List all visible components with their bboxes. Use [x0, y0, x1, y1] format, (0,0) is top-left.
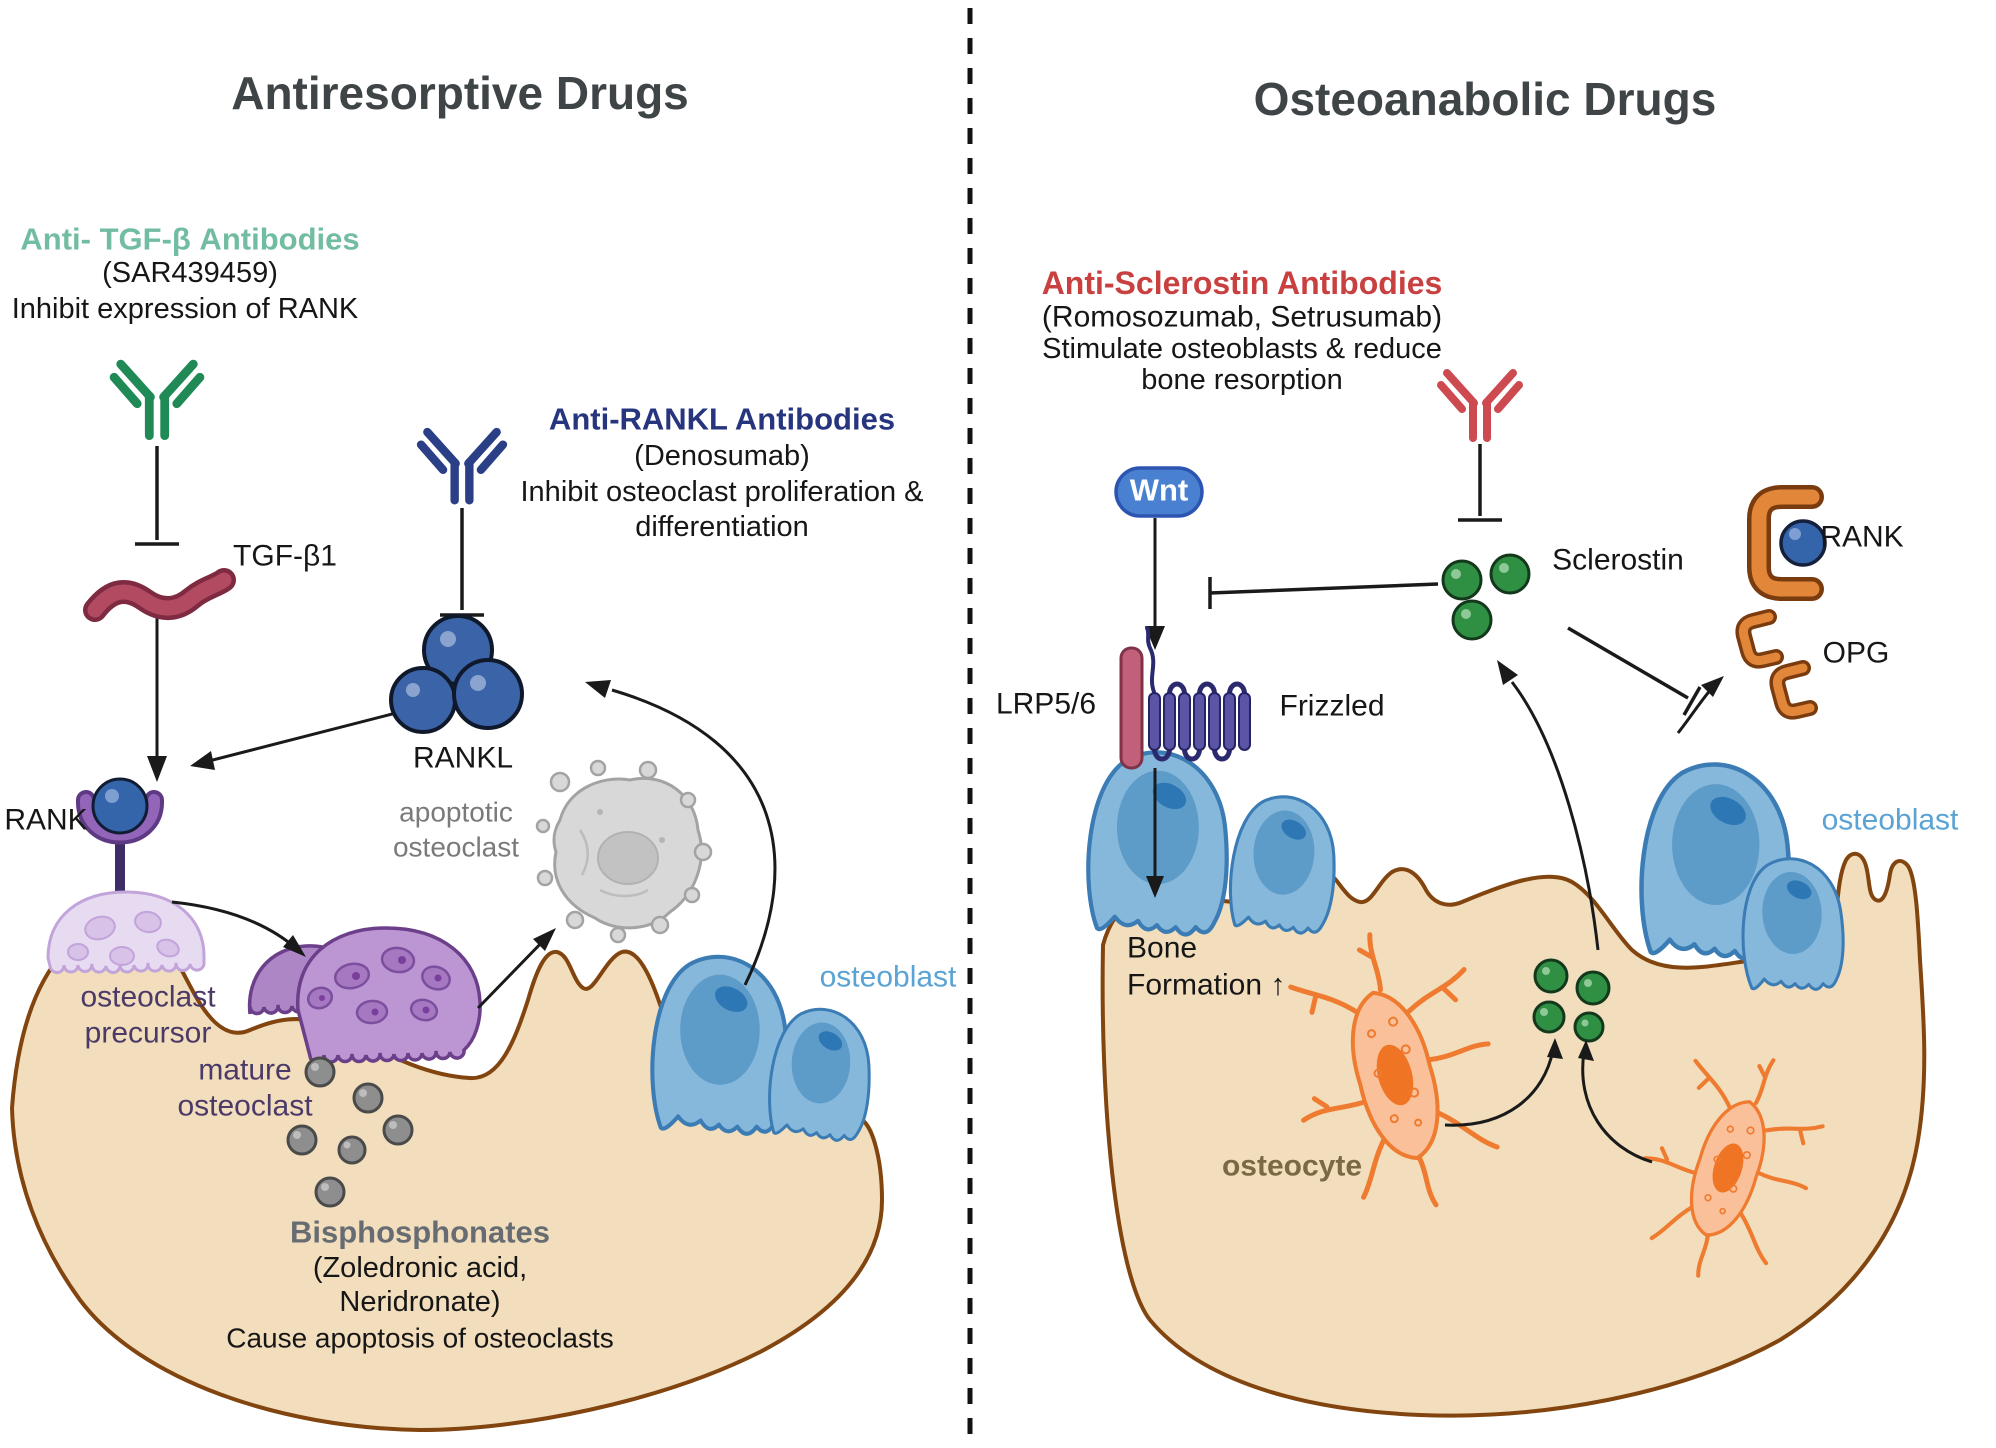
- apoptotic-osteoclast-cell: [535, 759, 713, 944]
- mature-osteoclast-label-2: osteoclast: [177, 1089, 313, 1123]
- tgf-antibody-icon: [114, 364, 200, 436]
- tgf-antibody-heading: Anti- TGF-β Antibodies: [20, 221, 360, 257]
- bone-formation-label-1: Bone: [1127, 931, 1198, 965]
- bisphosphonates-action: Cause apoptosis of osteoclasts: [226, 1322, 614, 1354]
- osteoblast-label-left: osteoblast: [819, 960, 957, 994]
- sclerostin-antibody-action-1: Stimulate osteoblasts & reduce: [1042, 332, 1442, 365]
- rankl-antibody-action-2: differentiation: [635, 510, 809, 543]
- rank-molecule-right: [1747, 485, 1827, 601]
- opg-molecules: [1735, 609, 1818, 720]
- sclerostin-antibody-heading: Anti-Sclerostin Antibodies: [1041, 265, 1443, 302]
- bisphosphonate-granules: [286, 1056, 414, 1208]
- osteoclast-precursor-label-2: precursor: [84, 1016, 212, 1050]
- sclerostin-antibody-icon: [1441, 373, 1519, 438]
- rankl-inhibition-bar: [440, 508, 484, 617]
- sclerostin-label: Sclerostin: [1552, 543, 1684, 577]
- bone-formation-label-2: Formation ↑: [1127, 968, 1286, 1002]
- rankl-antibody-action-1: Inhibit osteoclast proliferation &: [520, 475, 924, 508]
- sclerostin-molecules: [1441, 553, 1531, 641]
- rank-receptor: [76, 777, 164, 845]
- frizzled-label: Frizzled: [1279, 689, 1385, 723]
- rank-receptor-stem: [115, 840, 125, 898]
- wnt-label: Wnt: [1129, 472, 1189, 508]
- apoptotic-osteoclast-label-1: apoptotic: [399, 796, 513, 828]
- lrp56-label: LRP5/6: [995, 687, 1097, 721]
- osteocyte-label: osteocyte: [1221, 1149, 1363, 1183]
- sclerostin-antibody-drug: (Romosozumab, Setrusumab): [1041, 300, 1443, 334]
- left-arrows: [135, 446, 777, 1010]
- bisphosphonates-drug-2: Neridronate): [339, 1285, 501, 1318]
- osteoblast-label-right: osteoblast: [1821, 803, 1959, 837]
- osteoclast-precursor-cell: [46, 890, 206, 974]
- sclerostin-inhibition-bar: [1458, 444, 1502, 522]
- wnt-inhibition-bar: [1208, 577, 1439, 609]
- tgfb1-label: TGF-β1: [233, 539, 337, 573]
- mature-osteoclast-label-1: mature: [198, 1053, 292, 1087]
- left-arrowheads: [147, 680, 611, 957]
- tgf-antibody-action: Inhibit expression of RANK: [11, 292, 359, 325]
- tgf-antibody-drug: (SAR439459): [102, 256, 278, 289]
- mature-osteoclast-cell: [247, 926, 482, 1065]
- right-arrows: [1153, 444, 1714, 1164]
- wnt-ligand: [1114, 466, 1204, 518]
- osteoclast-precursor-label-1: osteoclast: [80, 980, 216, 1014]
- bisphosphonates-heading: Bisphosphonates: [289, 1214, 551, 1250]
- rankl-antibody-heading: Anti-RANKL Antibodies: [548, 401, 896, 437]
- rank-label-left: RANK: [4, 803, 88, 837]
- sclerostin-antibody-action-2: bone resorption: [1141, 363, 1343, 396]
- rankl-label: RANKL: [412, 741, 514, 775]
- opg-label: OPG: [1822, 636, 1890, 670]
- lrp56-receptor: [1119, 646, 1144, 770]
- tgf-inhibition-bar: [135, 446, 179, 546]
- frizzled-receptor: [1145, 626, 1251, 762]
- rankl-molecules: [389, 614, 524, 734]
- osteoblast-cells-wnt: [1088, 752, 1340, 934]
- tgfb1-molecule: [83, 568, 236, 622]
- right-panel-title: Osteoanabolic Drugs: [1253, 72, 1717, 125]
- bisphosphonates-drug-1: (Zoledronic acid,: [312, 1251, 528, 1284]
- osteoblast-cells-right: [1642, 764, 1848, 995]
- apoptotic-osteoclast-label-2: osteoclast: [392, 831, 520, 863]
- sclerostin-vesicles: [1532, 958, 1611, 1043]
- rank-label-right: RANK: [1820, 520, 1904, 554]
- rankl-antibody-drug: (Denosumab): [634, 439, 810, 472]
- rankl-antibody-icon: [421, 432, 503, 500]
- left-panel-title: Antiresorptive Drugs: [231, 66, 689, 119]
